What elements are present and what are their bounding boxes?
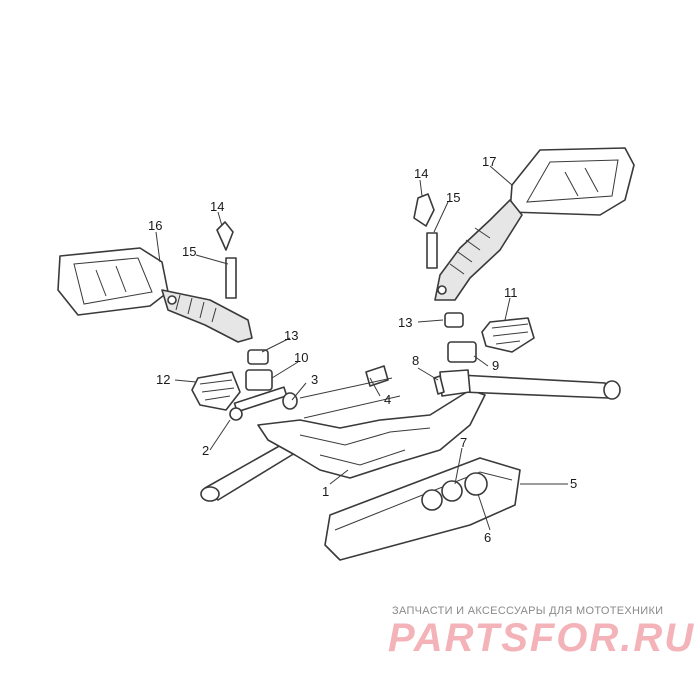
- callout-8: 8: [412, 353, 419, 368]
- callout-9: 9: [492, 358, 499, 373]
- mirror-adapters: [216, 193, 438, 299]
- leader-lines: [155, 165, 568, 531]
- callout-4: 4: [384, 392, 391, 407]
- callout-7: 7: [460, 435, 467, 450]
- clamps: [245, 312, 477, 391]
- handlebar: [200, 369, 621, 502]
- callout-16: 16: [148, 218, 162, 233]
- callout-11: 11: [504, 285, 518, 300]
- handlebar-cover: [324, 457, 521, 561]
- right-mirror: [434, 147, 635, 301]
- callout-15-right: 15: [446, 190, 460, 205]
- callout-14-right: 14: [414, 166, 428, 181]
- callout-13-right: 13: [398, 315, 412, 330]
- callout-17: 17: [482, 154, 496, 169]
- left-mirror: [57, 247, 253, 343]
- callout-10: 10: [294, 350, 308, 365]
- callout-numbers: 1 2 3 4 5 6 7 8 9 10 11 12 13 13 14 14 1…: [148, 154, 577, 545]
- callout-13-left: 13: [284, 328, 298, 343]
- callout-12: 12: [156, 372, 170, 387]
- watermark-caption: ЗАПЧАСТИ И АКСЕССУАРЫ ДЛЯ МОТОТЕХНИКИ: [392, 605, 664, 617]
- bolts: [229, 365, 445, 421]
- watermark-logo: PARTSFOR.RU: [388, 616, 696, 660]
- pads: [191, 317, 535, 411]
- callout-14-left: 14: [210, 199, 224, 214]
- callout-1: 1: [322, 484, 329, 499]
- callout-6: 6: [484, 530, 491, 545]
- callout-3: 3: [311, 372, 318, 387]
- callout-5: 5: [570, 476, 577, 491]
- callout-2: 2: [202, 443, 209, 458]
- callout-15-left: 15: [182, 244, 196, 259]
